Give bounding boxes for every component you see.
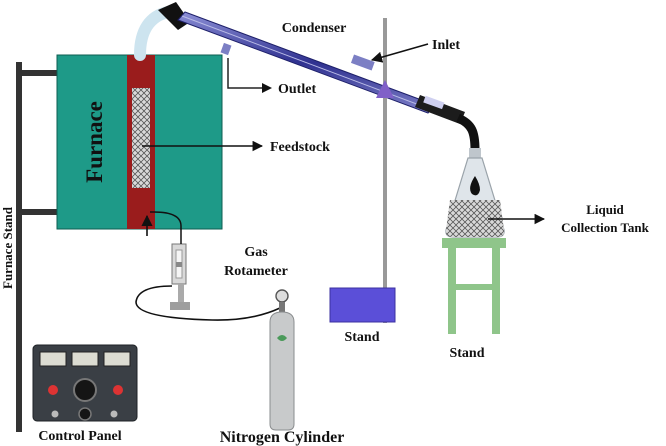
inlet-arrow bbox=[370, 43, 429, 63]
reactor-outlet-tube bbox=[134, 6, 174, 61]
gas-line bbox=[135, 285, 281, 321]
outlet-label: Outlet bbox=[278, 82, 316, 97]
feedstock-bed bbox=[132, 88, 150, 188]
furnace-label: Furnace bbox=[82, 101, 107, 183]
stool-stand bbox=[442, 238, 506, 334]
liquid-collection-flask bbox=[445, 148, 505, 238]
gas-rotameter-label-line2: Rotameter bbox=[224, 264, 288, 279]
gas-rotameter-label-line1: Gas bbox=[244, 245, 268, 260]
furnace-stand-label: Furnace Stand bbox=[0, 206, 15, 289]
stand-center-apparatus bbox=[329, 18, 396, 323]
liquid-tank-label-line1: Liquid bbox=[586, 202, 624, 217]
liquid-tank-label-line2: Collection Tank bbox=[561, 220, 650, 235]
rotameter-to-reactor-tube bbox=[150, 211, 182, 244]
feedstock-label: Feedstock bbox=[270, 140, 330, 155]
furnace bbox=[56, 54, 223, 230]
furnace-stand bbox=[16, 62, 58, 432]
control-panel-label: Control Panel bbox=[38, 429, 121, 444]
condenser-label: Condenser bbox=[282, 21, 347, 36]
nitrogen-cylinder-label: Nitrogen Cylinder bbox=[220, 429, 345, 446]
gas-rotameter bbox=[170, 243, 190, 310]
inlet-label: Inlet bbox=[432, 38, 460, 53]
stand-center-label: Stand bbox=[344, 330, 379, 345]
nitrogen-cylinder-body bbox=[269, 289, 295, 431]
condenser-funnel bbox=[158, 2, 190, 30]
condenser-drain-tube bbox=[456, 113, 480, 151]
outlet-hose bbox=[227, 58, 262, 89]
stand-right-label: Stand bbox=[449, 346, 484, 361]
control-panel-device bbox=[32, 344, 138, 422]
